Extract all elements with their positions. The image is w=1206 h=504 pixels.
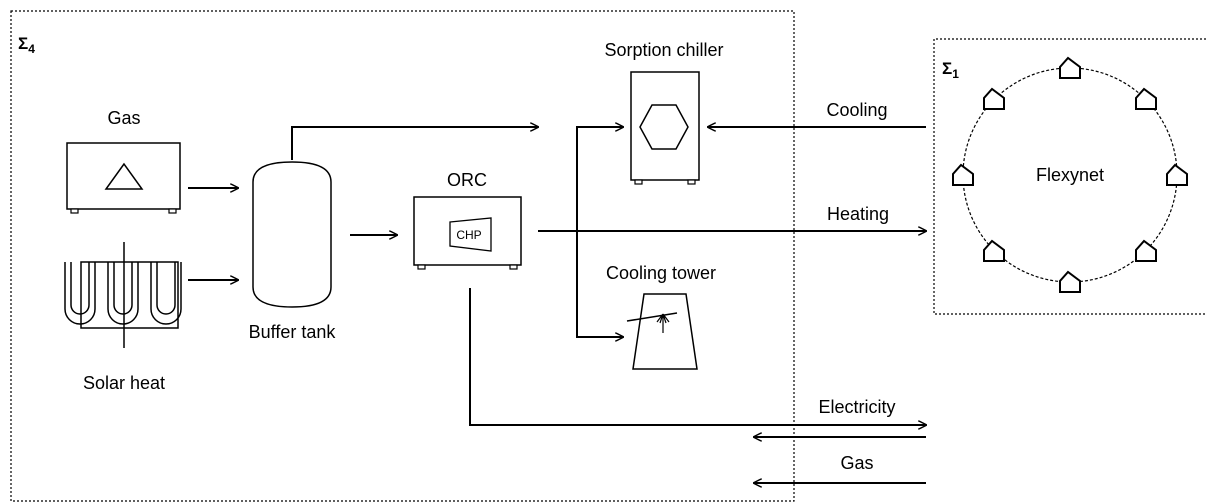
gas-boiler-label: Gas — [107, 108, 140, 128]
building-icon — [983, 88, 1005, 110]
electricity-label: Electricity — [818, 397, 895, 417]
buffer-tank-label: Buffer tank — [249, 322, 337, 342]
chp-label: CHP — [456, 228, 481, 242]
heating-label: Heating — [827, 204, 889, 224]
gas-flow-label: Gas — [840, 453, 873, 473]
flexynet-label: Flexynet — [1036, 165, 1104, 185]
building-icon — [1059, 271, 1081, 293]
electricity-line — [469, 288, 926, 425]
cooling-tower — [626, 293, 698, 370]
system-label-sigma4: Σ4 — [18, 34, 35, 56]
building-icon — [1135, 88, 1157, 110]
cooling-label: Cooling — [826, 100, 887, 120]
hexagon-icon — [639, 104, 689, 150]
sorption-chiller-label: Sorption chiller — [604, 40, 723, 60]
system-boundary-sigma1 — [933, 38, 1206, 315]
flame-triangle-icon — [104, 162, 144, 190]
orc-to-chiller-arrow — [576, 127, 623, 231]
building-icon — [1166, 164, 1188, 186]
building-icon — [1135, 240, 1157, 262]
buffer-to-chiller-arrow — [291, 127, 538, 160]
orc-unit: CHP — [413, 196, 522, 270]
building-icon — [1059, 57, 1081, 79]
spray-icon — [656, 313, 670, 333]
solar-collector — [64, 242, 182, 348]
orc-to-tower-arrow — [576, 231, 623, 337]
building-icon — [983, 240, 1005, 262]
system-label-sigma1: Σ1 — [942, 59, 959, 81]
solar-heat-label: Solar heat — [83, 373, 165, 393]
turbine-icon — [449, 217, 492, 252]
orc-label: ORC — [447, 170, 487, 190]
flexynet-network — [952, 57, 1188, 293]
gas-boiler: Gas — [66, 108, 181, 214]
building-icon — [952, 164, 974, 186]
sorption-chiller — [630, 71, 700, 185]
buffer-tank — [252, 161, 332, 308]
cooling-tower-label: Cooling tower — [606, 263, 716, 283]
system-boundary-sigma4 — [10, 10, 795, 502]
